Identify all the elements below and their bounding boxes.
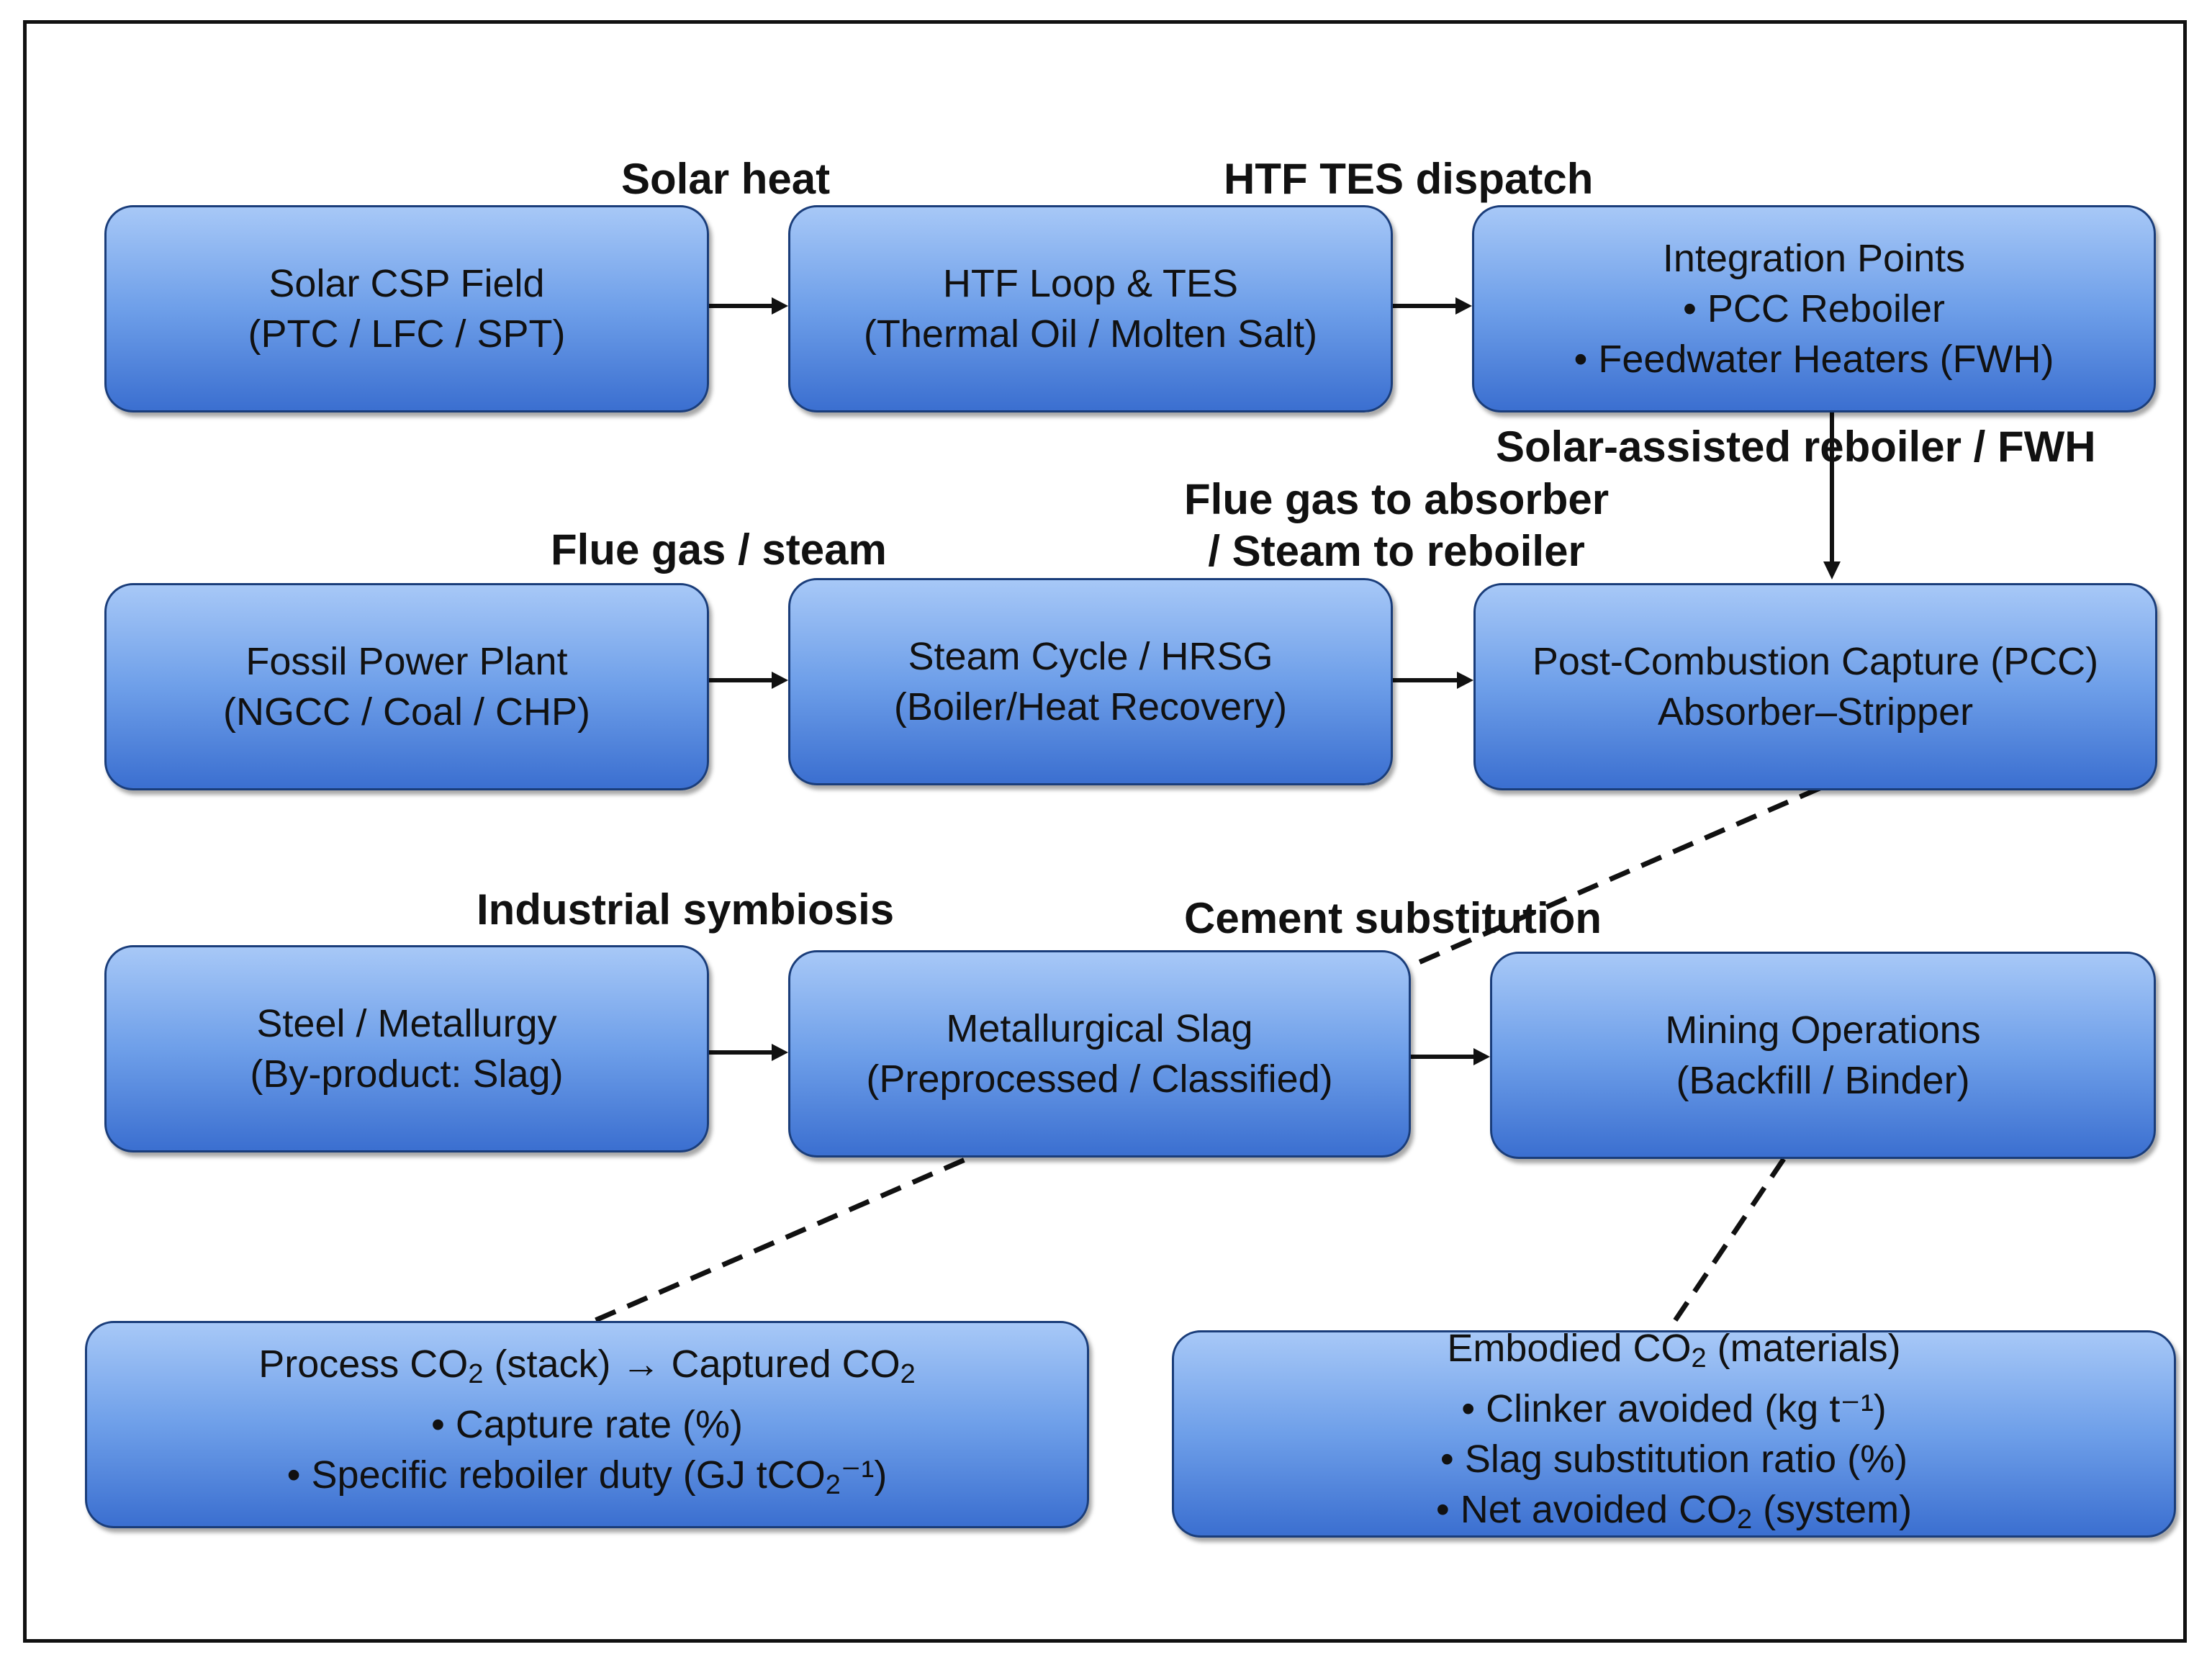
node-fossil-power-plant: Fossil Power Plant (NGCC / Coal / CHP) (104, 583, 709, 790)
node-label: Embodied CO2 (materials) (1447, 1327, 1901, 1373)
node-sublabel: (By-product: Slag) (250, 1052, 564, 1096)
node-sublabel: Absorber–Stripper (1657, 690, 1974, 734)
arrowhead-htf-to-integration (1455, 297, 1472, 315)
edge-label-flue-gas-steam: Flue gas / steam (551, 525, 887, 574)
edge-label-solar-heat: Solar heat (621, 155, 831, 203)
dashed-link-mining-to-embodied-co2 (1666, 1158, 1786, 1332)
node-label: Post-Combustion Capture (PCC) (1532, 640, 2099, 683)
arrowhead-fossil-to-steam (772, 672, 788, 689)
node-sublabel: (Backfill / Binder) (1676, 1059, 1970, 1102)
node-process-co2: Process CO2 (stack) → Captured CO2 • Cap… (85, 1321, 1089, 1528)
arrowhead-steel-to-slag (772, 1044, 788, 1061)
node-bullet: • Net avoided CO2 (system) (1435, 1488, 1913, 1535)
node-mining-operations: Mining Operations (Backfill / Binder) (1490, 952, 2156, 1159)
node-bullet: • PCC Reboiler (1682, 287, 1946, 330)
node-sublabel: (Thermal Oil / Molten Salt) (863, 312, 1318, 356)
node-bullet: • Feedwater Heaters (FWH) (1574, 338, 2054, 381)
node-label: Mining Operations (1665, 1009, 1981, 1052)
node-label: Integration Points (1662, 237, 1966, 280)
node-htf-loop-tes: HTF Loop & TES (Thermal Oil / Molten Sal… (788, 205, 1393, 412)
node-sublabel: (Boiler/Heat Recovery) (893, 685, 1288, 728)
edge-label-solar-assisted: Solar-assisted reboiler / FWH (1496, 423, 2096, 471)
node-steam-cycle-hrsg: Steam Cycle / HRSG (Boiler/Heat Recovery… (788, 578, 1393, 785)
arrowhead-csp-to-htf (772, 297, 788, 315)
node-steel-metallurgy: Steel / Metallurgy (By-product: Slag) (104, 945, 709, 1152)
node-bullet: • Slag substitution ratio (%) (1440, 1438, 1908, 1481)
arrowhead-steam-to-pcc (1457, 672, 1473, 689)
node-label: Steam Cycle / HRSG (908, 635, 1273, 678)
node-bullet: • Capture rate (%) (430, 1403, 744, 1446)
node-label: HTF Loop & TES (942, 262, 1239, 305)
node-label: Process CO2 (stack) → Captured CO2 (258, 1343, 916, 1389)
node-sublabel: (PTC / LFC / SPT) (248, 312, 566, 356)
edge-label-htf-tes-dispatch: HTF TES dispatch (1224, 155, 1594, 203)
node-label: Steel / Metallurgy (256, 1002, 557, 1045)
node-solar-csp-field: Solar CSP Field (PTC / LFC / SPT) (104, 205, 709, 412)
node-post-combustion-capture: Post-Combustion Capture (PCC) Absorber–S… (1473, 583, 2157, 790)
node-metallurgical-slag: Metallurgical Slag (Preprocessed / Class… (788, 950, 1411, 1158)
edge-label-cement-substitution: Cement substitution (1184, 894, 1602, 942)
arrowhead-slag-to-mining (1473, 1048, 1490, 1065)
node-label: Metallurgical Slag (946, 1007, 1253, 1050)
node-label: Solar CSP Field (268, 262, 545, 305)
node-integration-points: Integration Points • PCC Reboiler • Feed… (1472, 205, 2156, 412)
node-sublabel: (Preprocessed / Classified) (866, 1057, 1333, 1101)
node-bullet: • Specific reboiler duty (GJ tCO2⁻¹) (286, 1453, 888, 1500)
edge-label-flue-gas-absorber: Flue gas to absorber / Steam to reboiler (1184, 475, 1610, 575)
node-label: Fossil Power Plant (245, 640, 568, 683)
node-bullet: • Clinker avoided (kg t⁻¹) (1461, 1387, 1887, 1430)
node-sublabel: (NGCC / Coal / CHP) (222, 690, 591, 734)
arrowhead-integration-to-pcc (1823, 561, 1841, 579)
node-embodied-co2: Embodied CO2 (materials) • Clinker avoid… (1172, 1327, 2176, 1538)
diagram-frame (23, 20, 2187, 1643)
edge-label-industrial-symbiosis: Industrial symbiosis (477, 885, 895, 934)
